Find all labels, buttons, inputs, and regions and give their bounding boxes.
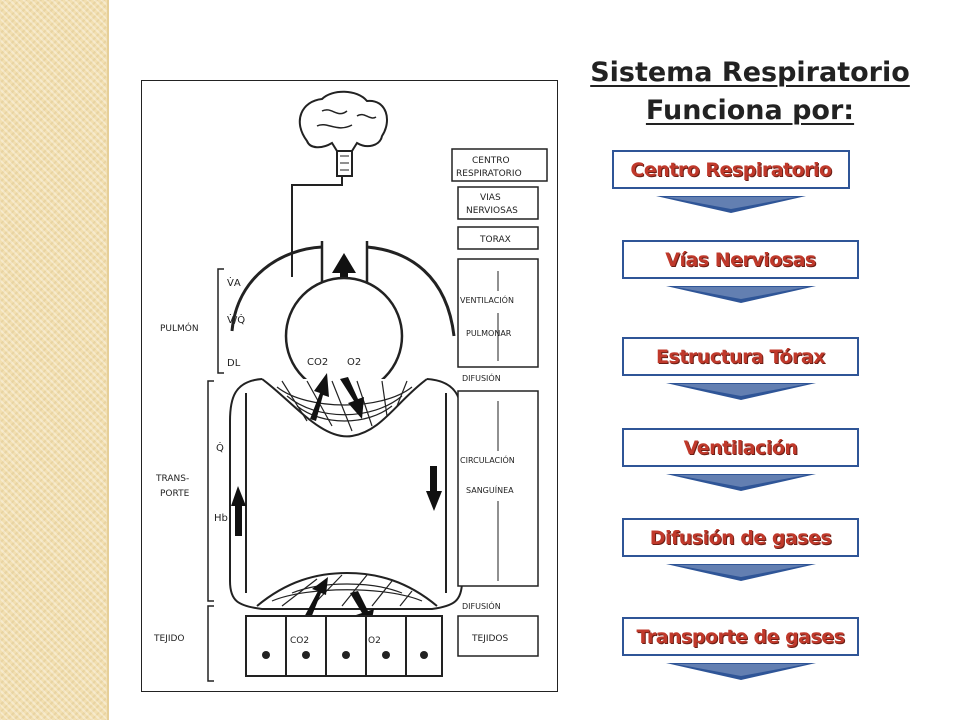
box-tejidos: [457, 615, 539, 657]
step-box-centro-respiratorio: Centro Respiratorio: [612, 150, 850, 189]
tissue-cells: [245, 615, 443, 677]
step-label-difusion-gases: Difusión de gases: [649, 526, 832, 549]
diagram-drawing: CO2 O2: [153, 90, 548, 682]
q-label: Q̇: [216, 441, 224, 454]
box-vias-text2: NERVIOSAS: [466, 206, 518, 216]
co2-top-label: CO2: [307, 357, 328, 368]
box-vias-nerviosas: [457, 186, 539, 220]
sidebar-strip-edge: [107, 0, 109, 720]
down-arrow-icon: [666, 474, 816, 491]
o2-top-label: O2: [347, 357, 361, 368]
blood-arrow-up: [231, 486, 246, 536]
brain-icon: [298, 90, 388, 177]
co2-arrow-up: [310, 373, 329, 421]
step-box-transporte-gases: Transporte de gases: [622, 617, 859, 656]
trans-label: TRANS-: [155, 474, 189, 484]
pulmon-label: PULMÓN: [160, 322, 199, 334]
step-box-vias-nerviosas: Vías Nerviosas: [622, 240, 859, 279]
tejido-label: TEJIDO: [153, 634, 185, 644]
sanguinea-text: SANGUÍNEA: [466, 484, 514, 495]
porte-label: PORTE: [160, 489, 190, 499]
slide-title-line2: Funciona por:: [645, 95, 855, 126]
down-arrow-icon: [666, 663, 816, 680]
step-label-transporte-gases: Transporte de gases: [636, 625, 845, 648]
slide-title-line1: Sistema Respiratorio: [590, 57, 910, 88]
dl-label: DL: [227, 358, 241, 369]
capillary-mesh-bottom: [271, 574, 423, 607]
circulacion-text: CIRCULACIÓN: [460, 454, 515, 465]
respiratory-system-diagram: CO2 O2: [141, 80, 558, 692]
hb-label: Hb: [214, 513, 228, 524]
box-vias-text1: VIAS: [480, 193, 501, 203]
capillary-mesh-top: [276, 380, 413, 432]
va-label: V̇A: [227, 276, 241, 289]
tejidos-text: TEJIDOS: [471, 634, 509, 644]
step-label-estructura-torax: Estructura Tórax: [656, 345, 825, 368]
down-arrow-icon: [666, 286, 816, 303]
step-label-ventilacion: Ventilación: [683, 436, 798, 459]
box-centro-text2: RESPIRATORIO: [456, 169, 522, 179]
box-torax: [457, 226, 539, 250]
difusion-text-1: DIFUSIÓN: [462, 372, 501, 383]
pulmonar-text: PULMONAR: [466, 329, 512, 338]
step-box-ventilacion: Ventilación: [622, 428, 859, 467]
step-label-centro-respiratorio: Centro Respiratorio: [630, 158, 832, 181]
o2-tissue-label: O2: [368, 636, 381, 646]
step-label-vias-nerviosas: Vías Nerviosas: [665, 248, 816, 271]
decorative-sidebar-strip: [0, 0, 107, 720]
down-arrow-icon: [656, 196, 806, 213]
down-arrow-icon: [666, 564, 816, 581]
co2-tissue-label: CO2: [290, 636, 309, 646]
box-centro-text1: CENTRO: [472, 156, 510, 166]
blood-arrow-down: [426, 466, 442, 511]
vq-label: V̇/Q̇: [227, 313, 245, 326]
o2-arrow-down: [340, 377, 364, 419]
box-centro-respiratorio: [451, 148, 548, 182]
step-box-difusion-gases: Difusión de gases: [622, 518, 859, 557]
down-arrow-icon: [666, 383, 816, 400]
co2-arrow-tissue: [302, 577, 328, 623]
step-box-estructura-torax: Estructura Tórax: [622, 337, 859, 376]
difusion-text-2: DIFUSIÓN: [462, 600, 501, 611]
box-torax-text: TORAX: [479, 235, 511, 245]
ventilacion-text: VENTILACIÓN: [460, 294, 514, 305]
